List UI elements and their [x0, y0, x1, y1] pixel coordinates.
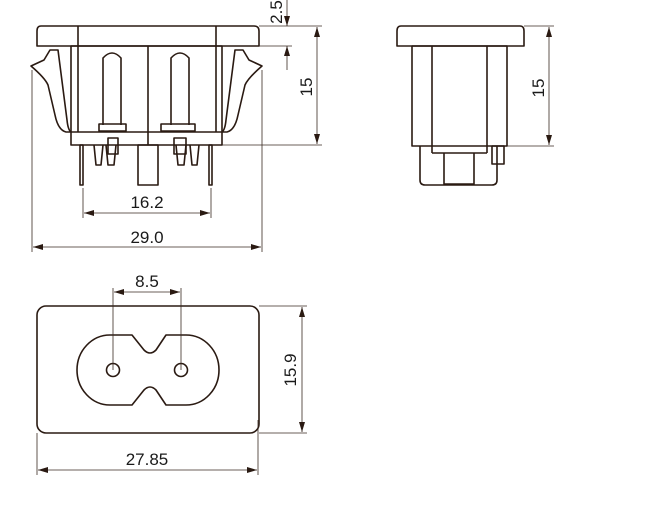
front-view: 16.2 29.0 15 2.5 [30, 0, 322, 252]
side-body [411, 45, 508, 147]
center-block [137, 144, 159, 186]
dim-15-9: 15.9 [281, 353, 300, 386]
dim-2-5: 2.5 [267, 0, 286, 24]
dim-16-2: 16.2 [130, 193, 163, 212]
right-leg [208, 144, 213, 186]
left-clip [30, 49, 72, 133]
right-pin [170, 52, 190, 125]
front-flange [36, 25, 260, 47]
bottom-outline [36, 305, 260, 434]
dim-15-front: 15 [297, 78, 316, 97]
left-pin [102, 52, 122, 125]
dim-27-85: 27.85 [126, 450, 169, 469]
side-flange [396, 25, 525, 47]
left-leg [79, 144, 84, 186]
dim-29-0: 29.0 [130, 228, 163, 247]
c8-socket-opening [76, 334, 220, 406]
dim-15-side: 15 [529, 79, 548, 98]
dim-8-5: 8.5 [135, 272, 159, 291]
side-view: 15 [396, 25, 554, 186]
front-body [70, 45, 223, 146]
right-clip [221, 49, 263, 133]
bottom-view: 8.5 15.9 27.85 [36, 272, 307, 475]
